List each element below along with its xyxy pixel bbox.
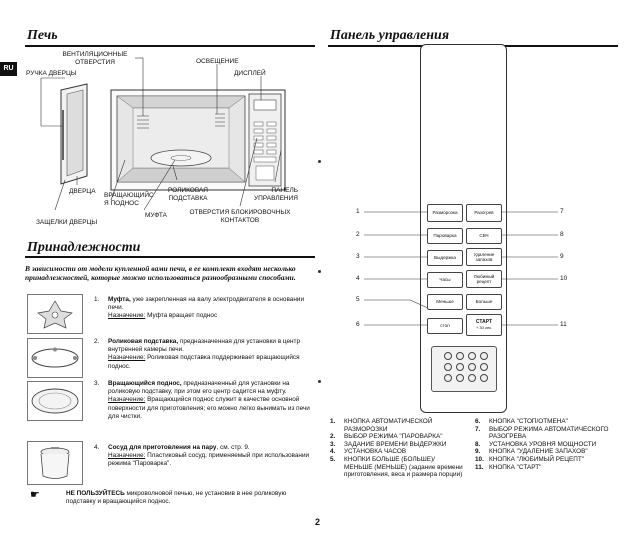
label-turntable: ВРАЩАЮЩИЙС Я ПОДНОС [104, 192, 154, 207]
legend-left: 1.КНОПКА АВТОМАТИЧЕСКОЙ РАЗМОРОЗКИ 2.ВЫБ… [330, 418, 465, 479]
steam-cooker-thumbnail [27, 441, 83, 485]
accessories-intro: В зависимости от модели купленной вами п… [25, 264, 296, 282]
legend-item: 9.КНОПКА "УДАЛЕНИЕ ЗАПАХОВ" [475, 448, 588, 456]
legend-item: 4.УСТАНОВКА ЧАСОВ [330, 448, 407, 456]
keypad-dot [444, 352, 452, 360]
accessory-item-1: 1. Муфта, уже закрепленная на валу элект… [94, 296, 305, 320]
accessory-item-3: 3. Вращающийся поднос, предназначенный д… [94, 380, 310, 420]
label-interlock-holes: ОТВЕРСТИЯ БЛОКИРОВОЧНЫХ КОНТАКТОВ [189, 209, 291, 224]
stop-button[interactable]: стоп [427, 318, 463, 334]
legend-item: 7.ВЫБОР РЕЖИМА АВТОМАТИЧЕСКОГО РАЗОГРЕВА [475, 425, 609, 441]
turntable-thumbnail [27, 381, 83, 421]
less-button[interactable]: Меньше [427, 294, 463, 310]
callout-11: 11 [560, 321, 567, 328]
legend-item: 2.ВЫБОР РЕЖИМА "ПАРОВАРКА" [330, 433, 443, 441]
label-control-panel: ПАНЕЛЬ УПРАВЛЕНИЯ [254, 187, 298, 202]
legend-item: 6.КНОПКА "СТОП/ОТМЕНА" [475, 418, 568, 425]
legend-item: 10.КНОПКА "ЛЮБИМЫЙ РЕЦЕПТ" [475, 455, 584, 463]
callout-1: 1 [356, 208, 360, 215]
column-bullet [318, 160, 321, 163]
keypad-dot [468, 363, 476, 371]
label-light: ОСВЕЩЕНИЕ [196, 58, 239, 65]
roller-ring-thumbnail [27, 338, 83, 378]
label-display: ДИСПЛЕЙ [234, 70, 266, 77]
steam-cooker-icon [40, 447, 70, 479]
keypad-dot [468, 374, 476, 382]
callout-6: 6 [356, 321, 360, 328]
microwave-button[interactable]: СВЧ [466, 228, 502, 244]
legend-item: 1.КНОПКА АВТОМАТИЧЕСКОЙ РАЗМОРОЗКИ [330, 418, 433, 433]
keypad-dot [480, 363, 488, 371]
callout-lines [364, 211, 558, 326]
label-door-handle: РУЧКА ДВЕРЦЫ [26, 70, 77, 77]
label-roller-ring: РОЛИКОВАЯ ПОДСТАВКА [167, 187, 209, 202]
warning-note: НЕ ПОЛЬЗУЙТЕСЬ микроволновой печью, не у… [66, 490, 287, 506]
roller-ring-icon [31, 347, 79, 368]
callout-9: 9 [560, 253, 564, 260]
panel-section-title: Панель управления [330, 28, 450, 43]
callout-5: 5 [356, 296, 360, 303]
keypad-dot [456, 374, 464, 382]
accessory-item-4: 4. Сосуд для приготовления на пару, см. … [94, 444, 310, 468]
clock-button[interactable]: Часы [427, 272, 463, 288]
column-bullet [318, 270, 321, 273]
start-button[interactable]: СТАРТ + 30 сек. [466, 314, 502, 336]
oven-section-title: Печь [27, 28, 58, 43]
more-button[interactable]: Больше [466, 294, 502, 310]
legend-item: 8.УСТАНОВКА УРОВНЯ МОЩНОСТИ [475, 440, 597, 448]
keypad-dot [444, 363, 452, 371]
legend-item: 11.КНОПКА "СТАРТ" [475, 463, 542, 471]
legend-item: 3.ЗАДАНИЕ ВРЕМЕНИ ВЫДЕРЖКИ [330, 440, 447, 448]
steam-button[interactable]: Пароварка [427, 228, 463, 244]
defrost-button[interactable]: Разморозка [427, 204, 463, 222]
label-coupler: МУФТА [145, 212, 167, 219]
language-tab: RU [0, 62, 17, 76]
page-number: 2 [315, 517, 321, 527]
callout-2: 2 [356, 231, 360, 238]
accessories-title-rule [25, 256, 315, 258]
label-door: ДВЕРЦА [69, 188, 96, 195]
keypad-dot [456, 352, 464, 360]
legend-right: 6.КНОПКА "СТОП/ОТМЕНА" 7.ВЫБОР РЕЖИМА АВ… [475, 418, 615, 471]
oven-title-rule [25, 45, 315, 47]
callout-7: 7 [560, 208, 564, 215]
turntable-icon [31, 388, 79, 414]
reheat-button[interactable]: Разогрев [466, 204, 502, 222]
keypad-dot [468, 352, 476, 360]
legend-item: 5.КНОПКИ БОЛЬШЕ (БОЛЬШЕ)/ МЕНЬШЕ (МЕНЬШЕ… [330, 455, 463, 479]
callout-8: 8 [560, 231, 564, 238]
pointing-hand-icon: ☛ [30, 489, 40, 501]
coupler-icon [37, 300, 73, 329]
callout-3: 3 [356, 253, 360, 260]
accessories-section-title: Принадлежности [27, 240, 141, 255]
callout-10: 10 [560, 275, 568, 282]
label-door-latches: ЗАЩЕЛКИ ДВЕРЦЫ [36, 219, 98, 226]
callout-4: 4 [356, 275, 360, 282]
keypad-dot [456, 363, 464, 371]
dwell-button[interactable]: Выдержка [427, 250, 463, 266]
favourite-button[interactable]: Любимый рецепт [466, 270, 502, 288]
label-vents: ВЕНТИЛЯЦИОННЫЕ ОТВЕРСТИЯ [62, 51, 128, 66]
column-bullet [318, 380, 321, 383]
coupler-thumbnail [27, 294, 83, 334]
accessory-item-2: 2. Роликовая подставка, предназначенная … [94, 338, 301, 370]
keypad-dot [480, 374, 488, 382]
deodorize-button[interactable]: Удаление запахов [466, 248, 502, 266]
keypad-dot [444, 374, 452, 382]
microwave-illustration [40, 57, 286, 211]
keypad-dot [480, 352, 488, 360]
